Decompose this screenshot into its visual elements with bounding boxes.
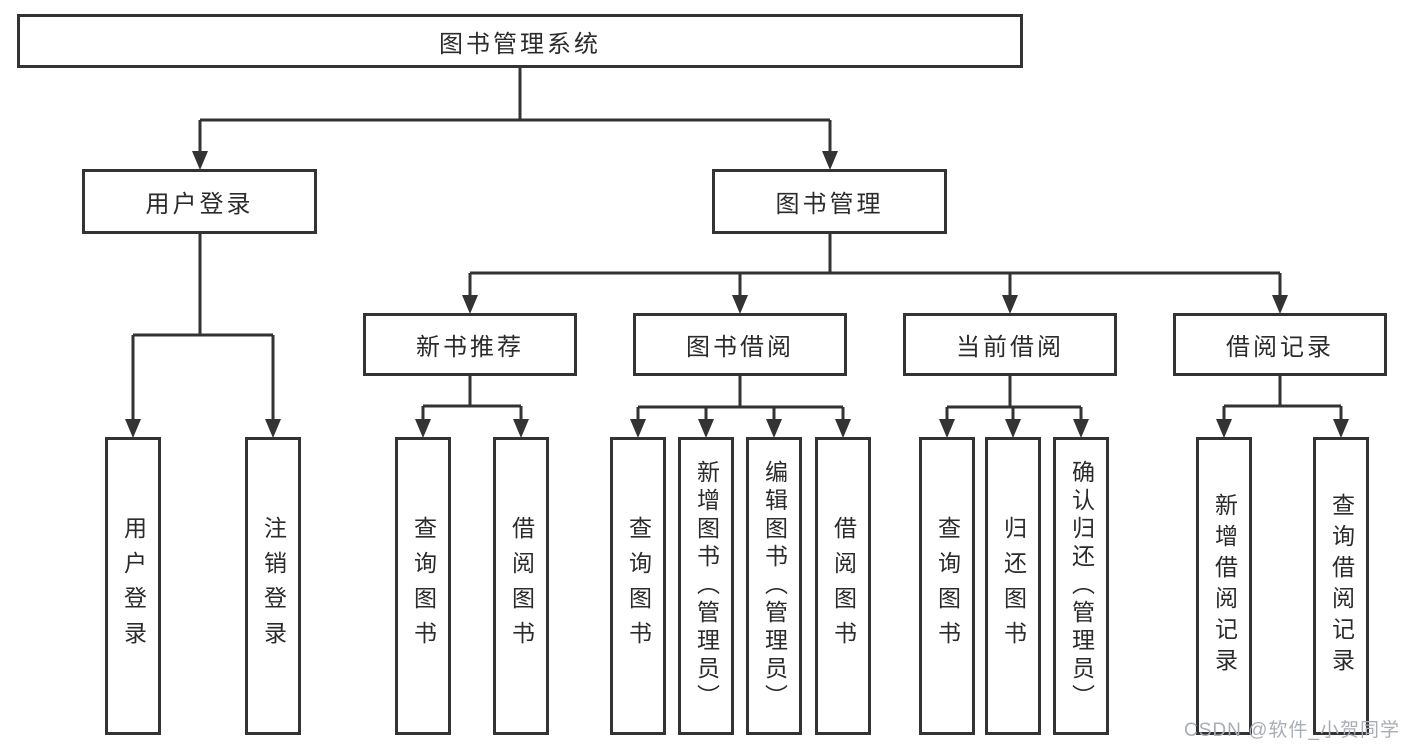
node-leaf-logout: 注销登录 (245, 437, 301, 735)
arrowhead (125, 419, 141, 438)
arrowhead (462, 295, 478, 314)
arrowhead (822, 151, 838, 170)
arrowhead (192, 151, 208, 170)
node-leaf-borrow-books-borrowing-label: 借阅图书 (830, 516, 857, 656)
arrowhead (939, 419, 955, 438)
node-leaf-user-login-label: 用户登录 (120, 516, 147, 656)
arrowhead (513, 419, 529, 438)
arrowhead (1272, 295, 1288, 314)
node-leaf-confirm-return-admin-label: 确认归还（管理员） (1068, 460, 1095, 712)
arrowhead (1216, 419, 1232, 438)
arrowhead (698, 419, 714, 438)
node-borrowing-records: 借阅记录 (1173, 313, 1387, 376)
node-leaf-borrow-books-borrowing: 借阅图书 (815, 437, 871, 735)
node-leaf-borrow-books-recommend: 借阅图书 (493, 437, 549, 735)
node-leaf-query-books-borrowing-label: 查询图书 (625, 516, 652, 656)
node-leaf-query-books-borrowing: 查询图书 (610, 437, 666, 735)
node-leaf-query-books-recommend-label: 查询图书 (410, 516, 437, 656)
node-leaf-query-books-recommend: 查询图书 (395, 437, 451, 735)
node-leaf-add-borrow-record: 新增借阅记录 (1196, 437, 1252, 735)
arrowhead (835, 419, 851, 438)
node-leaf-query-borrow-record-label: 查询借阅记录 (1328, 493, 1355, 679)
node-leaf-query-borrow-record: 查询借阅记录 (1313, 437, 1369, 735)
arrowhead (630, 419, 646, 438)
node-leaf-logout-label: 注销登录 (260, 516, 287, 656)
connector-new-book-recommend-to-leaves (415, 376, 529, 438)
node-leaf-add-borrow-record-label: 新增借阅记录 (1211, 493, 1238, 679)
connector-book-management-to-level3 (462, 234, 1288, 314)
connector-borrowing-records-to-leaves (1216, 376, 1349, 438)
node-leaf-borrow-books-recommend-label: 借阅图书 (508, 516, 535, 656)
node-leaf-return-books: 归还图书 (985, 437, 1041, 735)
node-leaf-edit-books-admin: 编辑图书（管理员） (746, 437, 802, 735)
connector-user-login-to-leaves (125, 234, 281, 438)
arrowhead (1073, 419, 1089, 438)
node-library-management-system: 图书管理系统 (17, 14, 1023, 68)
node-leaf-return-books-label: 归还图书 (1000, 516, 1027, 656)
arrowhead (265, 419, 281, 438)
node-leaf-query-books-current: 查询图书 (919, 437, 975, 735)
node-current-borrowing: 当前借阅 (903, 313, 1117, 376)
arrowhead (1005, 419, 1021, 438)
node-leaf-edit-books-admin-label: 编辑图书（管理员） (761, 460, 788, 712)
node-current-borrowing-label: 当前借阅 (956, 334, 1064, 361)
arrowhead (415, 419, 431, 438)
csdn-watermark: CSDN @软件_小贺同学 (1184, 720, 1400, 741)
node-user-login-group-label: 用户登录 (145, 191, 254, 218)
node-leaf-user-login: 用户登录 (105, 437, 161, 735)
node-leaf-add-books-admin-label: 新增图书（管理员） (693, 460, 720, 712)
node-new-book-recommend: 新书推荐 (363, 313, 577, 376)
connector-book-borrowing-to-leaves (630, 376, 851, 438)
node-borrowing-records-label: 借阅记录 (1226, 334, 1334, 361)
arrowhead (1002, 295, 1018, 314)
node-leaf-query-books-current-label: 查询图书 (934, 516, 961, 656)
arrowhead (766, 419, 782, 438)
arrowhead (1333, 419, 1349, 438)
node-book-borrowing: 图书借阅 (633, 313, 847, 376)
node-book-borrowing-label: 图书借阅 (686, 334, 794, 361)
node-new-book-recommend-label: 新书推荐 (416, 334, 524, 361)
node-book-management: 图书管理 (712, 169, 947, 234)
node-user-login-group: 用户登录 (82, 169, 317, 234)
node-library-management-system-label: 图书管理系统 (439, 30, 601, 58)
arrowhead (732, 295, 748, 314)
node-book-management-label: 图书管理 (775, 191, 884, 218)
node-leaf-add-books-admin: 新增图书（管理员） (678, 437, 734, 735)
connector-current-borrowing-to-leaves (939, 376, 1089, 438)
connector-root-to-level2 (192, 68, 838, 170)
node-leaf-confirm-return-admin: 确认归还（管理员） (1053, 437, 1109, 735)
